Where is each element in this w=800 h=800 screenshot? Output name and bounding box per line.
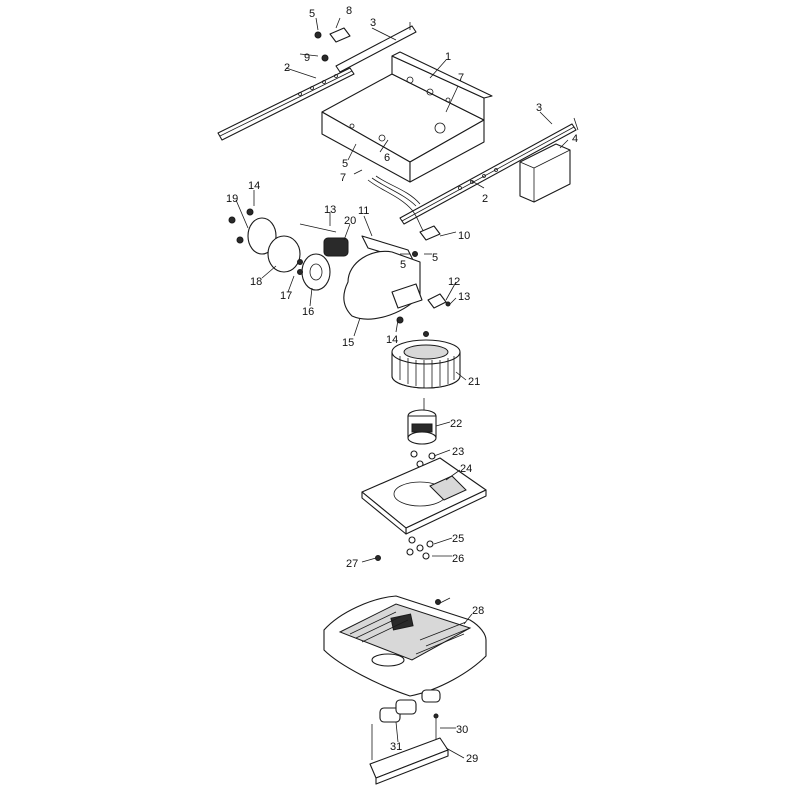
callout-24: 24 (460, 463, 472, 475)
callout-7-lower: 7 (340, 172, 346, 184)
callout-15: 15 (342, 337, 354, 349)
motor-assembly-left (228, 208, 451, 324)
callout-4: 4 (572, 133, 578, 145)
motor (407, 398, 437, 445)
callout-17: 17 (280, 290, 292, 302)
blower-wheel (391, 331, 461, 389)
mounting-plate (361, 457, 487, 535)
callout-2-left: 2 (284, 62, 290, 74)
callout-13-lower: 13 (458, 291, 470, 303)
callout-5-top: 5 (309, 8, 315, 20)
mounting-bracket-left (217, 67, 355, 141)
duct-connector (519, 143, 571, 203)
callout-2-right: 2 (482, 193, 488, 205)
callout-16: 16 (302, 306, 314, 318)
callout-9: 9 (304, 52, 310, 64)
callout-22: 22 (450, 418, 462, 430)
callout-21: 21 (468, 376, 480, 388)
callout-6: 6 (384, 152, 390, 164)
callout-18: 18 (250, 276, 262, 288)
mounting-bracket-rail-top (335, 22, 417, 73)
callout-7-housing: 7 (458, 72, 464, 84)
callout-31: 31 (390, 741, 402, 753)
hardware-25-26 (375, 536, 434, 561)
callout-5-receptacle: 5 (432, 252, 438, 264)
callout-12: 12 (448, 276, 460, 288)
callout-23: 23 (452, 446, 464, 458)
callout-30: 30 (456, 724, 468, 736)
callout-10: 10 (458, 230, 470, 242)
callout-8: 8 (346, 5, 352, 17)
callout-1: 1 (445, 51, 451, 63)
callout-20: 20 (344, 215, 356, 227)
wiring-harness (367, 175, 441, 241)
leader-lines (235, 17, 569, 759)
callout-3-right: 3 (536, 102, 542, 114)
fan-housing (321, 51, 493, 183)
callout-labels: 1 2 2 3 3 4 5 5 5 5 6 7 7 8 9 10 11 12 1… (226, 5, 578, 765)
lamp-sockets (379, 689, 441, 742)
callout-14-upper: 14 (248, 180, 260, 192)
callout-5-housing: 5 (342, 158, 348, 170)
grille (323, 595, 487, 697)
callout-5-plate: 5 (400, 259, 406, 271)
callout-25: 25 (452, 533, 464, 545)
mounting-bracket-right (399, 117, 579, 225)
callout-26: 26 (452, 553, 464, 565)
callout-14-lower: 14 (386, 334, 398, 346)
callout-27: 27 (346, 558, 358, 570)
lens (369, 724, 449, 785)
hardware-top (314, 27, 351, 62)
callout-19: 19 (226, 193, 238, 205)
callout-29: 29 (466, 753, 478, 765)
callout-28: 28 (472, 605, 484, 617)
callout-3-left: 3 (370, 17, 376, 29)
callout-11: 11 (358, 205, 369, 217)
callout-13-upper: 13 (324, 204, 336, 216)
